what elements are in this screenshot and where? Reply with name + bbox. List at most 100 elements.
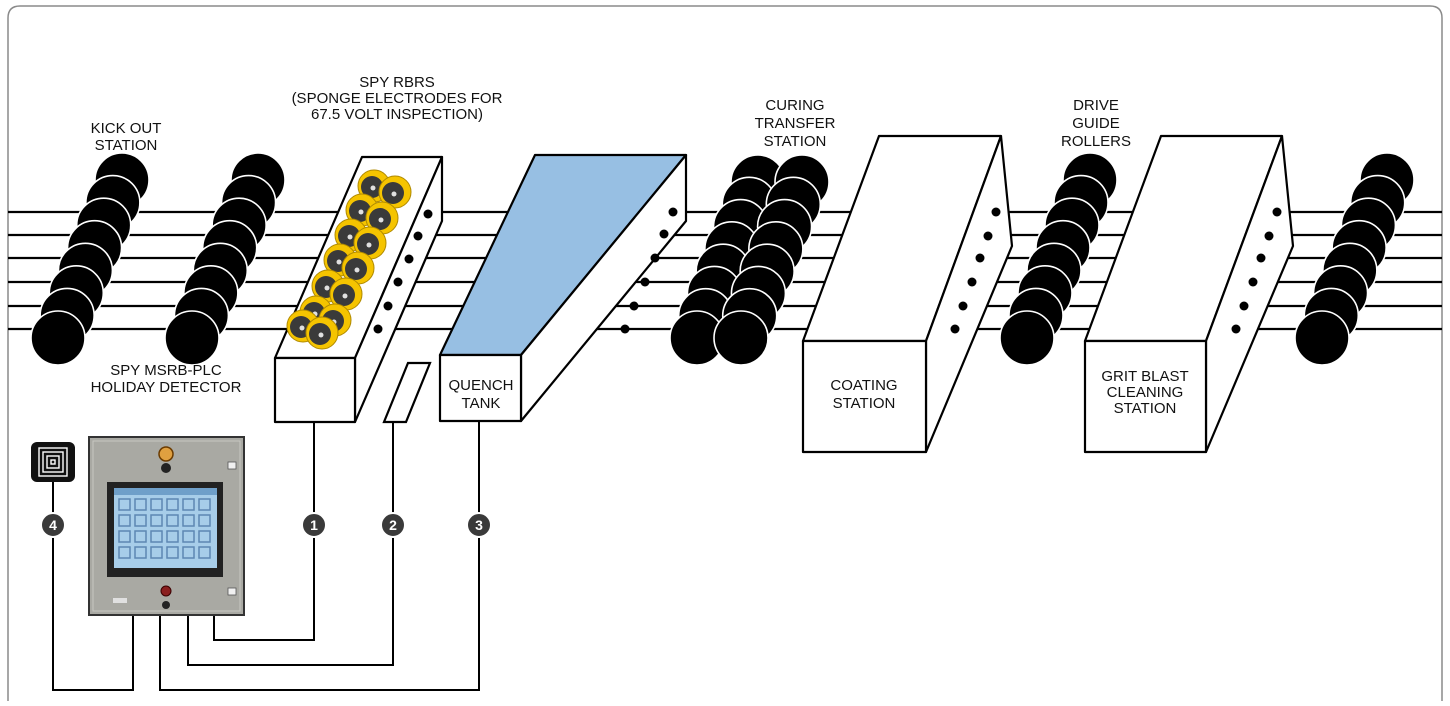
contact-dot [659, 229, 669, 239]
screen-icon [118, 530, 131, 543]
screen-icon [118, 498, 131, 511]
contact-dot [1264, 231, 1274, 241]
marker-2: 2 [380, 512, 406, 538]
screen-icon [118, 514, 131, 527]
roller-stack [1294, 152, 1415, 366]
marker-label: 2 [389, 517, 397, 533]
contact-dot [1239, 301, 1249, 311]
contact-dot [1272, 207, 1282, 217]
sponge-electrode-icon [365, 201, 399, 235]
roller-stack [999, 152, 1118, 366]
signal-wire [187, 422, 394, 666]
marker-label: 3 [475, 517, 483, 533]
holiday-detector-panel [88, 436, 245, 616]
screen-icon [182, 514, 195, 527]
contact-dot [640, 277, 650, 287]
screen-icon [134, 530, 147, 543]
sponge-electrode-icon [305, 316, 339, 350]
screen-icon [198, 546, 211, 559]
screen-icon [198, 498, 211, 511]
contact-dot [958, 301, 968, 311]
screen-icon [134, 498, 147, 511]
screen-icon [182, 530, 195, 543]
contact-dot [967, 277, 977, 287]
screen-icon [166, 498, 179, 511]
marker-4: 4 [40, 512, 66, 538]
contact-dot [373, 324, 383, 334]
sensor-marker-2-box [382, 361, 432, 424]
contact-dot [668, 207, 678, 217]
signal-wire [159, 422, 480, 691]
detector-equipment [31, 436, 245, 616]
touch-screen [114, 488, 217, 568]
contact-dot [393, 277, 403, 287]
contact-dot [991, 207, 1001, 217]
screen-icon [182, 498, 195, 511]
screen-icon [150, 546, 163, 559]
alarm-square-icon [31, 442, 75, 482]
roller-icon [164, 310, 220, 366]
panel-knob [160, 585, 172, 597]
sponge-electrode-icon [353, 226, 387, 260]
screen-icon [150, 514, 163, 527]
contact-dot [1231, 324, 1241, 334]
screen-icon [118, 546, 131, 559]
roller-stack [164, 152, 286, 366]
grit-blast-station [1083, 134, 1295, 454]
contact-dot [1256, 253, 1266, 263]
numbered-markers: 1 2 3 4 [40, 512, 492, 538]
roller-stack [30, 152, 150, 366]
screen-icon [166, 530, 179, 543]
contact-dot [983, 231, 993, 241]
screen-icon [166, 546, 179, 559]
screen-icon [150, 498, 163, 511]
screen-icon [182, 546, 195, 559]
roller-icon [713, 310, 769, 366]
contact-dot [650, 253, 660, 263]
contact-dot [383, 301, 393, 311]
contact-dot [404, 254, 414, 264]
screen-icon [166, 514, 179, 527]
screen-icon [134, 546, 147, 559]
sponge-electrode-icon [378, 175, 412, 209]
diagram-frame [7, 5, 1443, 701]
coating-station [801, 134, 1014, 454]
marker-label: 1 [310, 517, 318, 533]
screen-icon [198, 530, 211, 543]
roller-groups [30, 152, 1415, 366]
contact-dot [423, 209, 433, 219]
roller-icon [999, 310, 1055, 366]
roller-icon [30, 310, 86, 366]
panel-knob [162, 601, 170, 609]
marker-3: 3 [466, 512, 492, 538]
screen-icon [198, 514, 211, 527]
roller-stack [713, 154, 830, 366]
screen-icon [134, 514, 147, 527]
contact-dot [413, 231, 423, 241]
beacon-base [161, 463, 171, 473]
quench-tank [438, 153, 688, 423]
stations [273, 134, 1295, 454]
beacon-icon [158, 446, 174, 462]
marker-1: 1 [301, 512, 327, 538]
spy-rbrs-station [273, 155, 444, 424]
roller-icon [1294, 310, 1350, 366]
contact-dot [620, 324, 630, 334]
contact-dot [1248, 277, 1258, 287]
marker-label: 4 [49, 517, 57, 533]
sponge-electrode-icon [329, 277, 363, 311]
screen-icon [150, 530, 163, 543]
contact-dot [950, 324, 960, 334]
signal-wire [52, 480, 134, 691]
